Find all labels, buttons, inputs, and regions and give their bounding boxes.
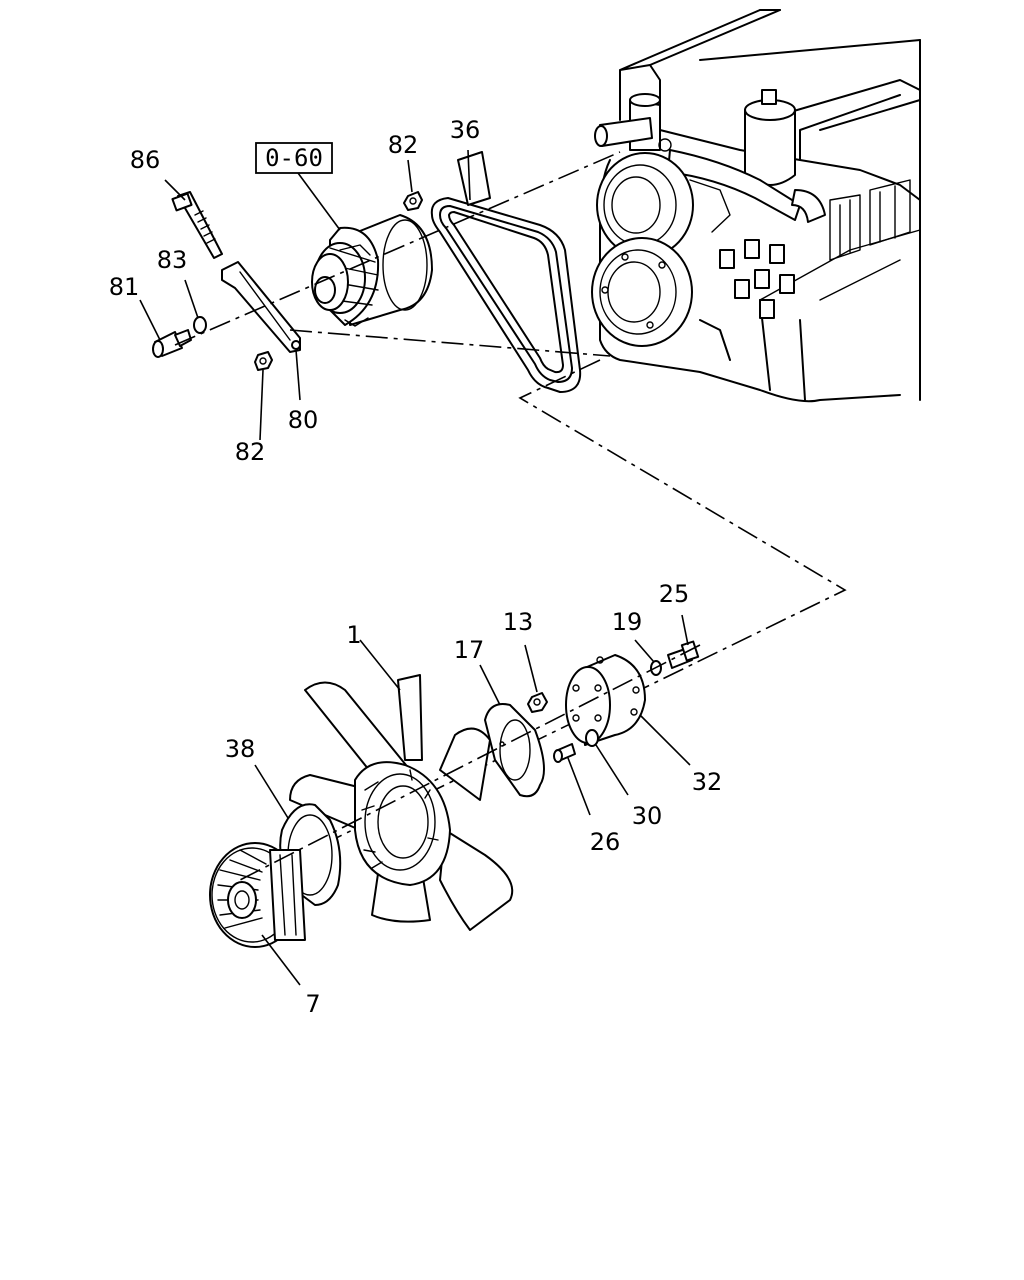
reference-box: 0-60 [265,144,323,172]
callout-26: 26 [590,828,621,856]
engine-block [591,9,921,403]
bolt-26 [553,743,576,763]
centerline-upper-lower [289,329,611,357]
callout-83: 83 [157,246,188,274]
gasket [484,703,545,798]
centerline-upper [174,151,621,346]
bolt-25 [667,640,700,669]
callout-25: 25 [659,580,690,608]
coolant-hoses [594,93,826,223]
callout-7: 7 [305,990,320,1018]
centerline-lower [239,644,701,881]
callout-30: 30 [632,802,663,830]
nut-13 [527,692,548,713]
connection-line [249,359,847,881]
callout-32: 32 [692,768,723,796]
pulley-hub [565,654,646,746]
callout-38: 38 [225,735,256,763]
washer-83 [193,316,207,334]
callout-17: 17 [454,636,485,664]
reference-box-frame [255,142,333,174]
nut-82-upper [403,191,423,211]
washer-30 [585,729,599,747]
engine-studs [719,239,795,319]
bolt-86 [171,191,223,259]
bolt-81 [152,329,192,358]
nut-82-lower [254,351,273,371]
fan-clutch [209,842,306,948]
callout-82-upper: 82 [388,131,419,159]
drive-belt [430,197,582,393]
oil-filter [744,89,796,186]
callout-81: 81 [109,273,140,301]
cooling-fan [289,674,514,931]
callout-1: 1 [346,621,361,649]
callout-80: 80 [288,406,319,434]
leader-lines [139,149,691,986]
alternator [311,214,433,327]
crank-pulley-lower [591,237,693,347]
callout-19: 19 [612,608,643,636]
callout-36: 36 [450,116,481,144]
callout-82-lower: 82 [235,438,266,466]
callout-86: 86 [130,146,161,174]
belt-tag [457,151,491,206]
callout-13: 13 [503,608,534,636]
